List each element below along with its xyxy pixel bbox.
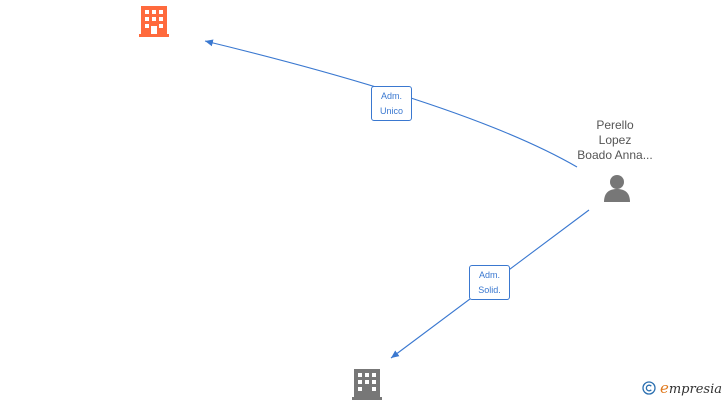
brand-name: empresia bbox=[660, 379, 722, 397]
edge-label-line: Adm. bbox=[380, 91, 402, 101]
company-top-node[interactable] bbox=[139, 6, 169, 37]
person-name[interactable]: Perello Lopez Boado Anna... bbox=[560, 118, 670, 163]
brand-logo: empresia bbox=[642, 379, 722, 397]
edge-adm-unico bbox=[204, 39, 578, 168]
edge-label-line: Solid. bbox=[478, 285, 501, 295]
person-node[interactable] bbox=[604, 175, 630, 202]
person-name-line: Boado Anna... bbox=[577, 148, 653, 162]
copyright-icon bbox=[642, 381, 656, 395]
edge-label-line: Adm. bbox=[478, 270, 500, 280]
person-icon bbox=[604, 175, 630, 202]
company-bottom-node[interactable] bbox=[352, 369, 382, 400]
brand-initial: e bbox=[659, 379, 669, 397]
brand-rest: mpresia bbox=[668, 382, 722, 397]
edge-label-adm-solid[interactable]: Adm. Solid. bbox=[469, 265, 510, 300]
person-name-line: Perello bbox=[596, 118, 634, 132]
edge-label-adm-unico[interactable]: Adm. Unico bbox=[371, 86, 412, 121]
person-name-line: Lopez bbox=[598, 133, 632, 147]
building-icon bbox=[352, 369, 382, 400]
edge-label-line: Unico bbox=[379, 106, 403, 116]
building-icon bbox=[139, 6, 169, 37]
